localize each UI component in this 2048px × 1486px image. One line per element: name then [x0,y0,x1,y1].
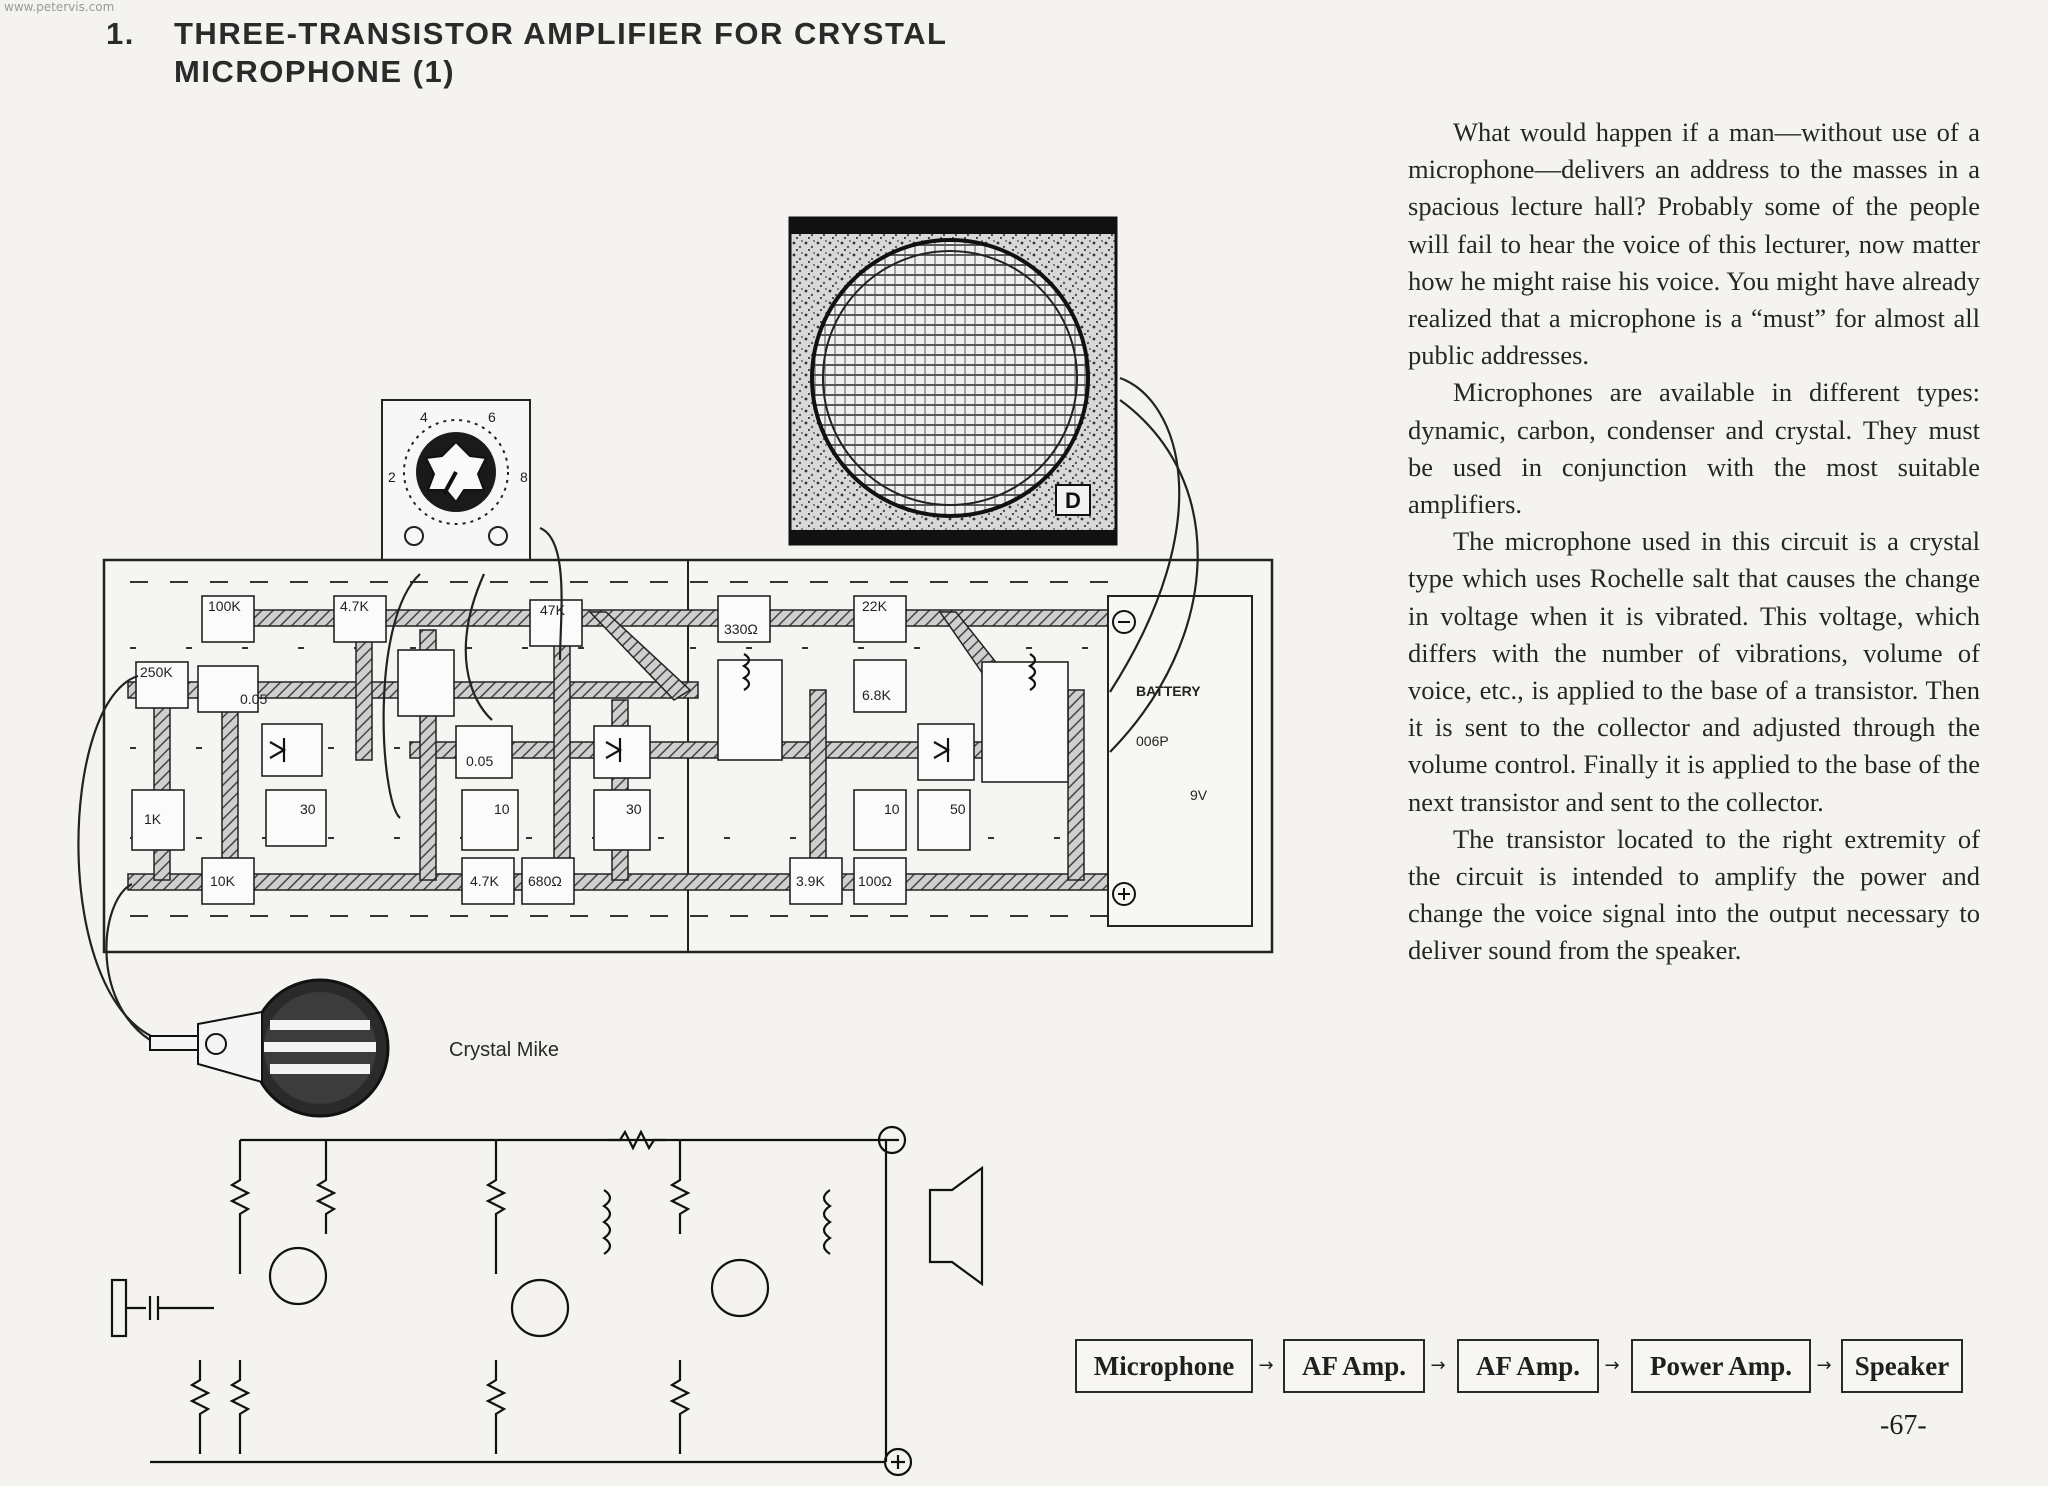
battery-voltage: 9V [1190,787,1208,803]
page-number: -67- [1880,1410,1927,1441]
label-30-left: 30 [300,801,316,817]
volume-scale-2: 2 [388,469,396,485]
battery-label: BATTERY [1136,683,1201,699]
speaker-drawing: D [788,216,1118,546]
block-microphone: Microphone [1075,1339,1253,1393]
label-100-ohm: 100Ω [858,873,892,889]
label-4-7k-top: 4.7K [340,598,369,614]
section-title-line-1: THREE-TRANSISTOR AMPLIFIER FOR CRYSTAL [174,16,948,51]
crystal-mike-label: Crystal Mike [449,1039,560,1061]
arrow-1: → [1258,1355,1274,1376]
paragraph-3: The microphone used in this circuit is a… [1408,526,1980,817]
arrow-3: → [1604,1355,1620,1376]
section-title-line-2: MICROPHONE (1) [174,54,456,89]
label-680-ohm: 680Ω [528,873,562,889]
paragraph-1: What would happen if a man—without use o… [1408,117,1980,371]
crystal-mike-drawing [149,978,390,1118]
watermark: www.petervis.com [4,0,115,14]
arrow-4: → [1816,1355,1832,1376]
block-af-amp-2: AF Amp. [1457,1339,1599,1393]
arrow-2: → [1430,1355,1446,1376]
breadboard: BATTERY 006P 9V 100K 4.7K 47K 250K 0.05 … [102,558,1274,954]
label-100k: 100K [208,598,241,614]
label-250k: 250K [140,664,173,680]
label-30-mid: 30 [626,801,642,817]
svg-text:D: D [1065,488,1081,513]
schematic-diagram [110,1125,984,1477]
volume-scale-8: 8 [520,469,528,485]
label-10-right: 10 [884,801,900,817]
label-22k: 22K [862,598,888,614]
block-speaker: Speaker [1841,1339,1963,1393]
label-4-7k-bottom: 4.7K [470,873,499,889]
label-0-05-left: 0.05 [240,691,267,707]
article-text: What would happen if a man—without use o… [1408,114,1980,970]
label-330-ohm: 330Ω [724,621,758,637]
battery-type: 006P [1136,733,1169,749]
label-6-8k: 6.8K [862,687,891,703]
label-10k: 10K [210,873,236,889]
label-1k: 1K [144,811,162,827]
volume-scale-6: 6 [488,409,496,425]
label-0-05-mid: 0.05 [466,753,493,769]
paragraph-2: Microphones are available in different t… [1408,377,1980,520]
label-47k: 47K [540,602,566,618]
label-3-9k: 3.9K [796,873,825,889]
volume-control-drawing: 2 4 6 8 [381,399,531,561]
label-50: 50 [950,801,966,817]
paragraph-4: The transistor located to the right extr… [1408,823,1980,966]
block-power-amp: Power Amp. [1631,1339,1811,1393]
block-diagram: Microphone → AF Amp. → AF Amp. → Power A… [1075,1339,1975,1393]
section-number: 1. [106,16,135,51]
wires [77,376,1199,1042]
block-af-amp-1: AF Amp. [1283,1339,1425,1393]
label-10-mid: 10 [494,801,510,817]
volume-scale-4: 4 [420,409,428,425]
